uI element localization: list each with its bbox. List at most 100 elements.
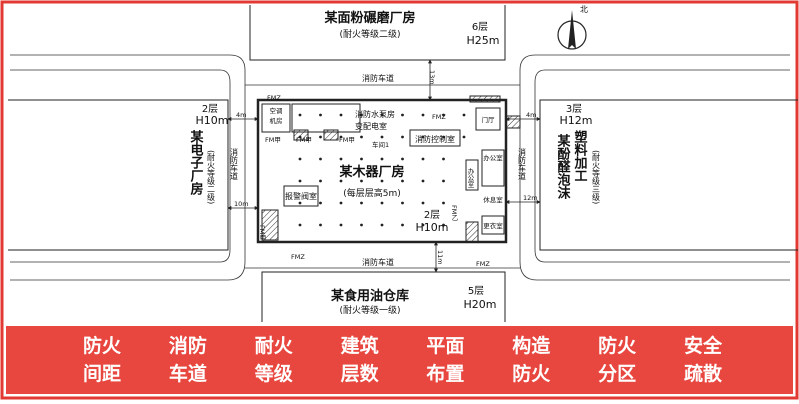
fmz-right: FMZ <box>432 113 446 121</box>
column-dot <box>380 179 384 183</box>
column-dot <box>298 157 302 161</box>
column-dot <box>462 113 466 117</box>
building-left-grade: (耐火等级二级) <box>207 150 216 204</box>
column-dot <box>319 179 322 183</box>
dist-top: 13m <box>428 70 436 85</box>
building-right-name-col1: 塑料加工 <box>572 129 589 182</box>
column-dot <box>442 223 445 227</box>
building-bottom: 某食用油仓库 (耐火等级一级) 5层 H20m <box>261 271 506 322</box>
column-dot <box>319 113 322 117</box>
column-dot <box>401 157 404 161</box>
distance-labels: 4m 10m 4m 12m 13m 11m <box>227 59 541 273</box>
column-dot <box>319 135 322 139</box>
room-change: 更衣室 <box>483 221 503 230</box>
main-factory: 空调 机房 消防水泵房 变配电室 消防控制室 门厅 办公室 休息室 更衣室 办公… <box>256 95 521 244</box>
room-alarm: 报警阀室 <box>285 191 317 201</box>
column-dot <box>319 157 322 161</box>
banner-item-line2: 布置 <box>426 362 464 385</box>
north-label: 北 <box>580 5 588 14</box>
column-dot <box>339 179 343 183</box>
column-dot <box>339 223 343 227</box>
column-dot <box>442 157 445 161</box>
dist-left-bottom: 10m <box>234 200 249 208</box>
fmz-bottom-right: FMZ <box>476 260 490 268</box>
banner-item-line1: 构造 <box>512 334 551 357</box>
column-dot <box>462 135 466 139</box>
column-dot <box>442 113 445 117</box>
column-dot <box>298 135 302 139</box>
column-dot <box>360 179 363 183</box>
banner-background <box>6 326 793 394</box>
column-dot <box>298 223 302 227</box>
north-arrow: 北 <box>557 5 588 50</box>
column-dot <box>421 201 425 205</box>
column-dot <box>421 113 425 117</box>
column-dot <box>380 223 384 227</box>
fire-lane-top: 消防车道 <box>362 73 394 83</box>
banner-item-line1: 防火 <box>598 334 637 357</box>
banner-item-line1: 建筑 <box>341 334 379 357</box>
building-top-floors: 6层 <box>472 21 488 33</box>
column-dot <box>421 223 425 227</box>
building-left-height: H10m <box>196 114 229 127</box>
column-dot <box>401 135 404 139</box>
column-dot <box>421 135 425 139</box>
building-bottom-grade: (耐火等级一级) <box>339 304 400 316</box>
building-left-floors: 2层 <box>202 103 218 115</box>
column-dot <box>339 113 343 117</box>
building-right: 3层 H12m 塑料加工 某酚醛泡沫 (耐火等级三级) <box>539 99 798 251</box>
fmz-top-left: FMZ <box>267 94 281 102</box>
banner-item-line2: 间距 <box>83 363 121 385</box>
room-aircon-line1: 空调 <box>270 106 283 115</box>
column-dot <box>401 113 404 117</box>
building-bottom-height: H20m <box>464 298 497 311</box>
column-dot <box>401 179 404 183</box>
column-dot <box>298 179 302 183</box>
fire-lane-bottom: 消防车道 <box>362 257 394 267</box>
banner-item-line1: 消防 <box>169 334 207 357</box>
room-office-side: 办公室 <box>466 167 474 188</box>
building-left-name: 某电子厂房 <box>188 129 205 196</box>
banner-item-line2: 车道 <box>169 362 207 385</box>
building-top-grade: (耐火等级二级) <box>339 28 400 40</box>
fire-lane-labels: 消防车道 消防车道 消防车道 消防车道 <box>230 73 527 267</box>
fmy-right: FM乙 <box>450 205 458 221</box>
dist-left-top: 4m <box>236 111 246 119</box>
column-dot <box>401 201 404 205</box>
fmj-1: FM甲 <box>265 136 281 144</box>
room-control: 消防控制室 <box>415 134 455 144</box>
column-dot <box>339 201 343 205</box>
fmj-left: FM甲 <box>258 225 266 242</box>
column-dot <box>339 157 343 161</box>
main-factory-sub: (每层层高5m) <box>343 187 401 199</box>
building-top-height: H25m <box>467 34 500 47</box>
building-left: 2层 H10m 某电子厂房 (耐火等级二级) <box>8 99 229 251</box>
dist-right-top: 4m <box>526 111 536 119</box>
workshop-label: 车间1 <box>372 140 389 149</box>
banner-item-line1: 平面 <box>426 335 464 357</box>
column-dot <box>380 201 384 205</box>
column-dot <box>442 201 445 205</box>
column-dot <box>421 179 425 183</box>
building-top-name: 某面粉碾磨厂房 <box>323 10 415 26</box>
room-office: 办公室 <box>483 153 503 162</box>
banner-item-line2: 层数 <box>341 362 380 385</box>
fmj-2: FM甲 <box>296 136 312 144</box>
column-dot <box>380 157 384 161</box>
room-aircon-line2: 机房 <box>270 116 283 125</box>
banner-item-line2: 防火 <box>512 362 551 385</box>
column-dot <box>360 157 363 161</box>
column-dot <box>442 135 445 139</box>
room-gate: 门厅 <box>482 115 496 124</box>
banner-item-line1: 耐火 <box>255 335 294 357</box>
fmz-bottom: FMZ <box>291 253 305 261</box>
room-rest: 休息室 <box>483 195 503 204</box>
dist-right-bottom: 12m <box>523 194 538 202</box>
room-pump: 消防水泵房 <box>355 109 395 119</box>
door-labels: FMZ FM甲 FM甲 FM甲 FMZ FM甲 FM乙 FMZ FMZ <box>258 94 490 268</box>
building-right-height: H12m <box>560 114 593 127</box>
dist-bottom: 11m <box>436 250 444 265</box>
column-dot <box>360 113 363 117</box>
